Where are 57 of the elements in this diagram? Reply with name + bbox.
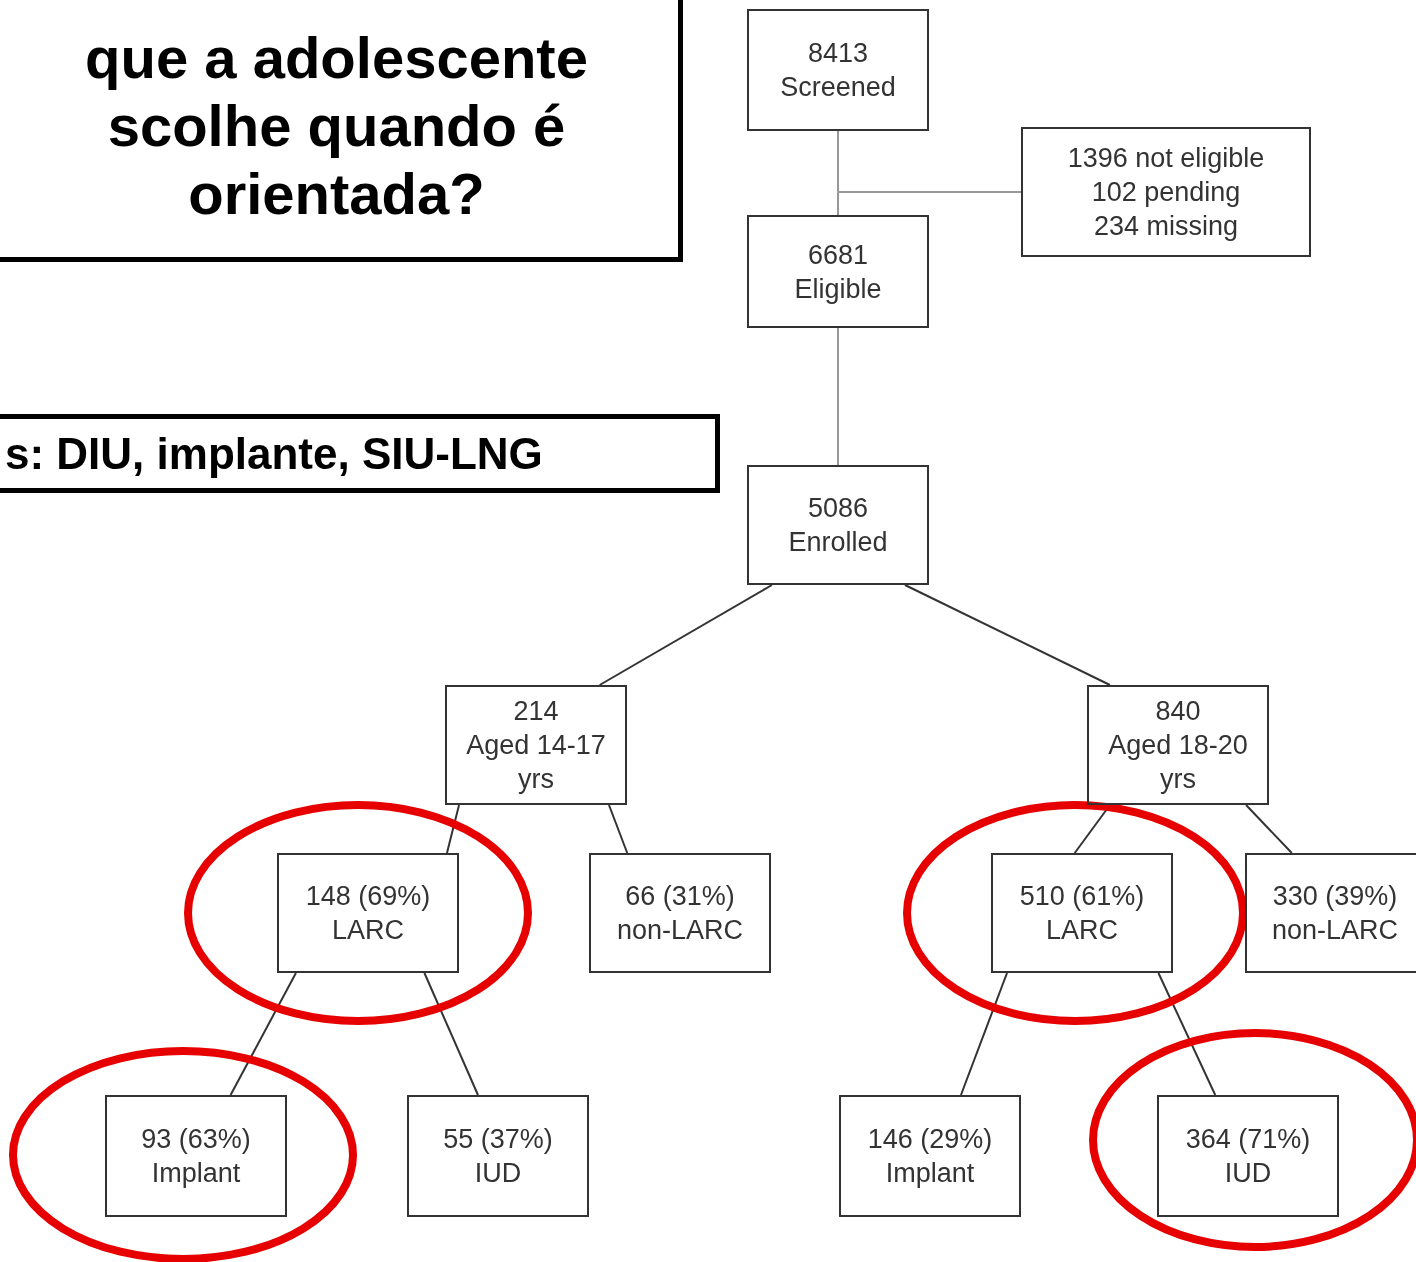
connector-line [598,584,773,686]
connector-line [1157,972,1217,1096]
flow-box [991,853,1173,973]
flow-box [277,853,459,973]
connector-line [837,327,839,466]
box-text: 330 (39%) [1272,880,1398,913]
box-text: 148 (69%) [305,880,431,913]
box-text: 102 pending [1091,176,1241,209]
flow-box [589,853,771,973]
connector-line [608,804,629,854]
box-text: s: DIU, implante, SIU-LNG [5,427,543,480]
box-text: IUD [474,1157,522,1190]
box-text: Enrolled [788,526,888,559]
connector-line [959,972,1008,1096]
box-text: 214 [513,695,559,728]
box-text: que a adolescente scolhe quando é orientada? [84,24,589,228]
box-text: 66 (31%) [625,880,735,913]
box-text: 55 (37%) [443,1123,553,1156]
box-text: Screened [780,71,896,104]
box-text: LARC [1046,914,1118,947]
box-text: Implant [885,1157,975,1190]
box-text: LARC [332,914,404,947]
flow-box [747,215,929,328]
box-text: 364 (71%) [1185,1123,1311,1156]
box-text: 146 (29%) [867,1123,993,1156]
flow-box [407,1095,589,1217]
flow-box [1087,685,1269,805]
box-text: 5086 [807,492,869,525]
heading-box [0,414,720,493]
box-text: 1396 not eligible [1067,142,1265,175]
connector-line [229,972,297,1096]
box-text: Aged 14-17 yrs [465,729,607,796]
connector-line [1245,804,1293,854]
box-text: IUD [1224,1157,1272,1190]
flow-box [747,9,929,131]
heading-box [0,0,683,262]
box-text: non-LARC [616,914,744,947]
box-text: Implant [151,1157,241,1190]
box-text: Aged 18-20 yrs [1107,729,1249,796]
box-text: 840 [1155,695,1201,728]
connector-line [904,584,1111,686]
box-text: non-LARC [1271,914,1399,947]
flow-box [1021,127,1311,257]
box-text: 6681 [807,238,869,272]
connector-line [423,972,479,1096]
flow-box [747,465,929,585]
box-text: 510 (61%) [1019,880,1145,913]
box-text: Eligible [794,272,882,306]
flow-box [1157,1095,1339,1217]
box-text: 93 (63%) [141,1123,251,1156]
connector-line [837,130,1022,193]
box-text: 8413 [807,37,869,70]
flow-box [1245,853,1416,973]
flow-box [839,1095,1021,1217]
box-text: 234 missing [1093,210,1239,243]
flow-box [445,685,627,805]
flow-box [105,1095,287,1217]
